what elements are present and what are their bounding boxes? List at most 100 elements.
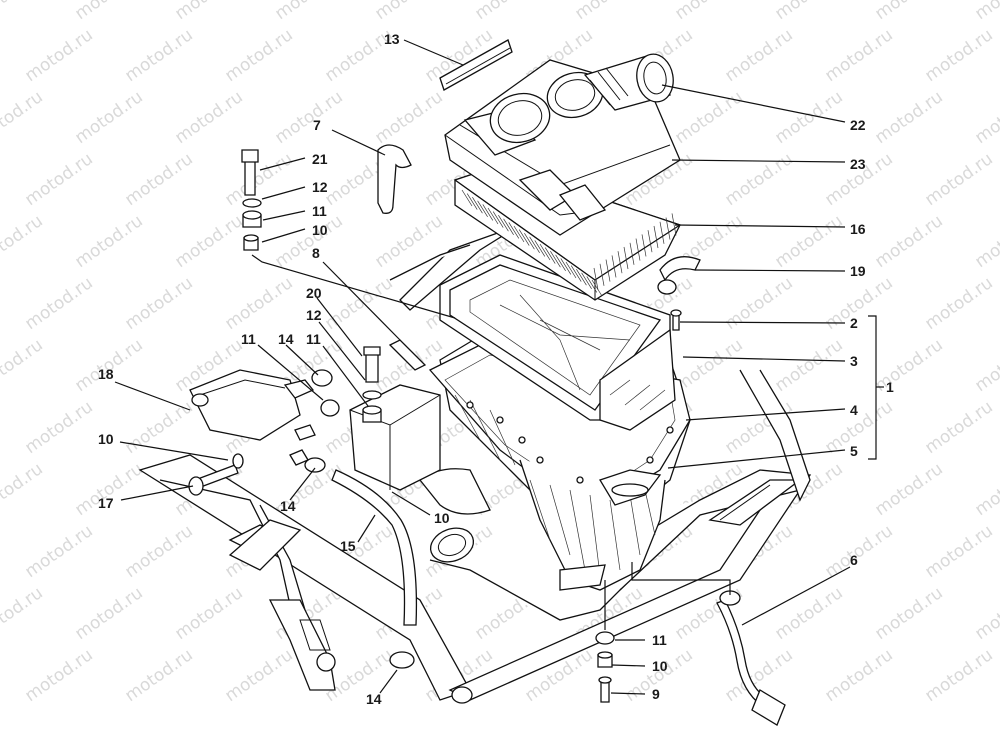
watermark-text: motod.ru bbox=[171, 0, 246, 24]
watermark-text: motod.ru bbox=[221, 273, 296, 334]
filter-pleat bbox=[524, 233, 535, 250]
filter-pleat bbox=[576, 269, 587, 286]
callout-6: 6 bbox=[850, 552, 858, 568]
watermark-text: motod.ru bbox=[0, 583, 47, 644]
callout-12-mid: 12 bbox=[306, 307, 322, 323]
watermark-text: motod.ru bbox=[0, 0, 47, 24]
filter-pleat bbox=[550, 251, 561, 268]
watermark-text: motod.ru bbox=[671, 87, 746, 148]
callout-3: 3 bbox=[850, 353, 858, 369]
callout-22: 22 bbox=[850, 117, 866, 133]
filter-pleat bbox=[498, 215, 509, 232]
watermark-text: motod.ru bbox=[971, 583, 1000, 644]
watermark-text: motod.ru bbox=[821, 521, 896, 582]
watermark-text: motod.ru bbox=[21, 273, 96, 334]
filter-pleat bbox=[466, 193, 478, 210]
watermark-text: motod.ru bbox=[71, 87, 146, 148]
watermark-text: motod.ru bbox=[21, 645, 96, 706]
watermark-text: motod.ru bbox=[21, 149, 96, 210]
watermark-text: motod.ru bbox=[771, 335, 846, 396]
filter-pleat bbox=[665, 217, 671, 240]
callout-10-mid: 10 bbox=[434, 510, 450, 526]
callout-2: 2 bbox=[850, 315, 858, 331]
watermark-text: motod.ru bbox=[21, 397, 96, 458]
filter-pleat bbox=[671, 213, 677, 236]
watermark-text: motod.ru bbox=[371, 87, 446, 148]
watermark-text: motod.ru bbox=[921, 521, 996, 582]
watermark-text: motod.ru bbox=[71, 583, 146, 644]
seal-strip bbox=[439, 39, 513, 91]
callout-16: 16 bbox=[850, 221, 866, 237]
clamp-14-bottom bbox=[389, 651, 415, 669]
watermark-text: motod.ru bbox=[721, 25, 796, 86]
callout-9: 9 bbox=[652, 686, 660, 702]
watermark-text: motod.ru bbox=[0, 87, 47, 148]
callout-14-mid: 14 bbox=[280, 498, 296, 514]
callout-8: 8 bbox=[312, 245, 320, 261]
filter-pleat bbox=[518, 229, 530, 246]
callout-7: 7 bbox=[313, 117, 321, 133]
watermark-text: motod.ru bbox=[821, 273, 896, 334]
callout-11-top: 11 bbox=[312, 203, 327, 219]
bracket-part-7 bbox=[377, 144, 412, 214]
watermark-text: motod.ru bbox=[871, 0, 946, 24]
watermark-text: motod.ru bbox=[271, 211, 346, 272]
filter-pleat bbox=[539, 243, 551, 261]
callout-4: 4 bbox=[850, 402, 858, 418]
callout-20: 20 bbox=[306, 285, 322, 301]
watermark-text: motod.ru bbox=[971, 87, 1000, 148]
filter-pleat bbox=[503, 218, 514, 235]
watermark-text: motod.ru bbox=[921, 273, 996, 334]
callout-10-bottom: 10 bbox=[652, 658, 668, 674]
filter-pleat bbox=[477, 200, 488, 217]
watermark-text: motod.ru bbox=[121, 521, 196, 582]
filter-pleat bbox=[508, 222, 520, 239]
filter-pleat bbox=[591, 279, 603, 297]
watermark-text: motod.ru bbox=[221, 645, 296, 706]
watermark-text: motod.ru bbox=[271, 87, 346, 148]
watermark-text: motod.ru bbox=[671, 0, 746, 24]
filter-pleat bbox=[605, 259, 611, 282]
watermark-text: motod.ru bbox=[21, 521, 96, 582]
callout-labels: 13 22 23 16 19 2 3 1 4 5 6 7 21 12 11 10… bbox=[98, 31, 894, 707]
watermark-text: motod.ru bbox=[921, 397, 996, 458]
watermark-text: motod.ru bbox=[0, 459, 47, 520]
filter-pleat bbox=[611, 255, 617, 278]
filter-pleat bbox=[487, 207, 499, 225]
watermark-text: motod.ru bbox=[921, 149, 996, 210]
watermark-text: motod.ru bbox=[471, 0, 546, 24]
filter-pleat bbox=[647, 230, 653, 253]
watermark-text: motod.ru bbox=[121, 645, 196, 706]
callout-12-top: 12 bbox=[312, 179, 328, 195]
watermark-text: motod.ru bbox=[221, 25, 296, 86]
watermark-text: motod.ru bbox=[371, 0, 446, 24]
watermark-text: motod.ru bbox=[671, 335, 746, 396]
watermark-text: motod.ru bbox=[971, 459, 1000, 520]
filter-pleat bbox=[472, 197, 483, 214]
watermark-text: motod.ru bbox=[721, 149, 796, 210]
filter-pleat bbox=[586, 276, 598, 293]
filter-pleat bbox=[565, 261, 577, 279]
hose-15 bbox=[331, 469, 418, 626]
watermark-text: motod.ru bbox=[121, 25, 196, 86]
filter-pleat bbox=[513, 225, 525, 243]
watermark-text: motod.ru bbox=[271, 0, 346, 24]
callout-19: 19 bbox=[850, 263, 866, 279]
watermark-text: motod.ru bbox=[871, 87, 946, 148]
watermark-text: motod.ru bbox=[771, 0, 846, 24]
callout-10-left: 10 bbox=[98, 431, 114, 447]
watermark-text: motod.ru bbox=[921, 645, 996, 706]
watermark-text: motod.ru bbox=[71, 0, 146, 24]
filter-pleat bbox=[482, 204, 494, 221]
bolt-stack-left bbox=[241, 149, 262, 251]
watermark-text: motod.ru bbox=[921, 25, 996, 86]
callout-23: 23 bbox=[850, 156, 866, 172]
callout-1: 1 bbox=[886, 379, 894, 395]
watermark-text: motod.ru bbox=[771, 87, 846, 148]
watermark-text: motod.ru bbox=[121, 149, 196, 210]
watermark-text: motod.ru bbox=[971, 211, 1000, 272]
watermark-text: motod.ru bbox=[771, 211, 846, 272]
callout-10-top: 10 bbox=[312, 222, 328, 238]
